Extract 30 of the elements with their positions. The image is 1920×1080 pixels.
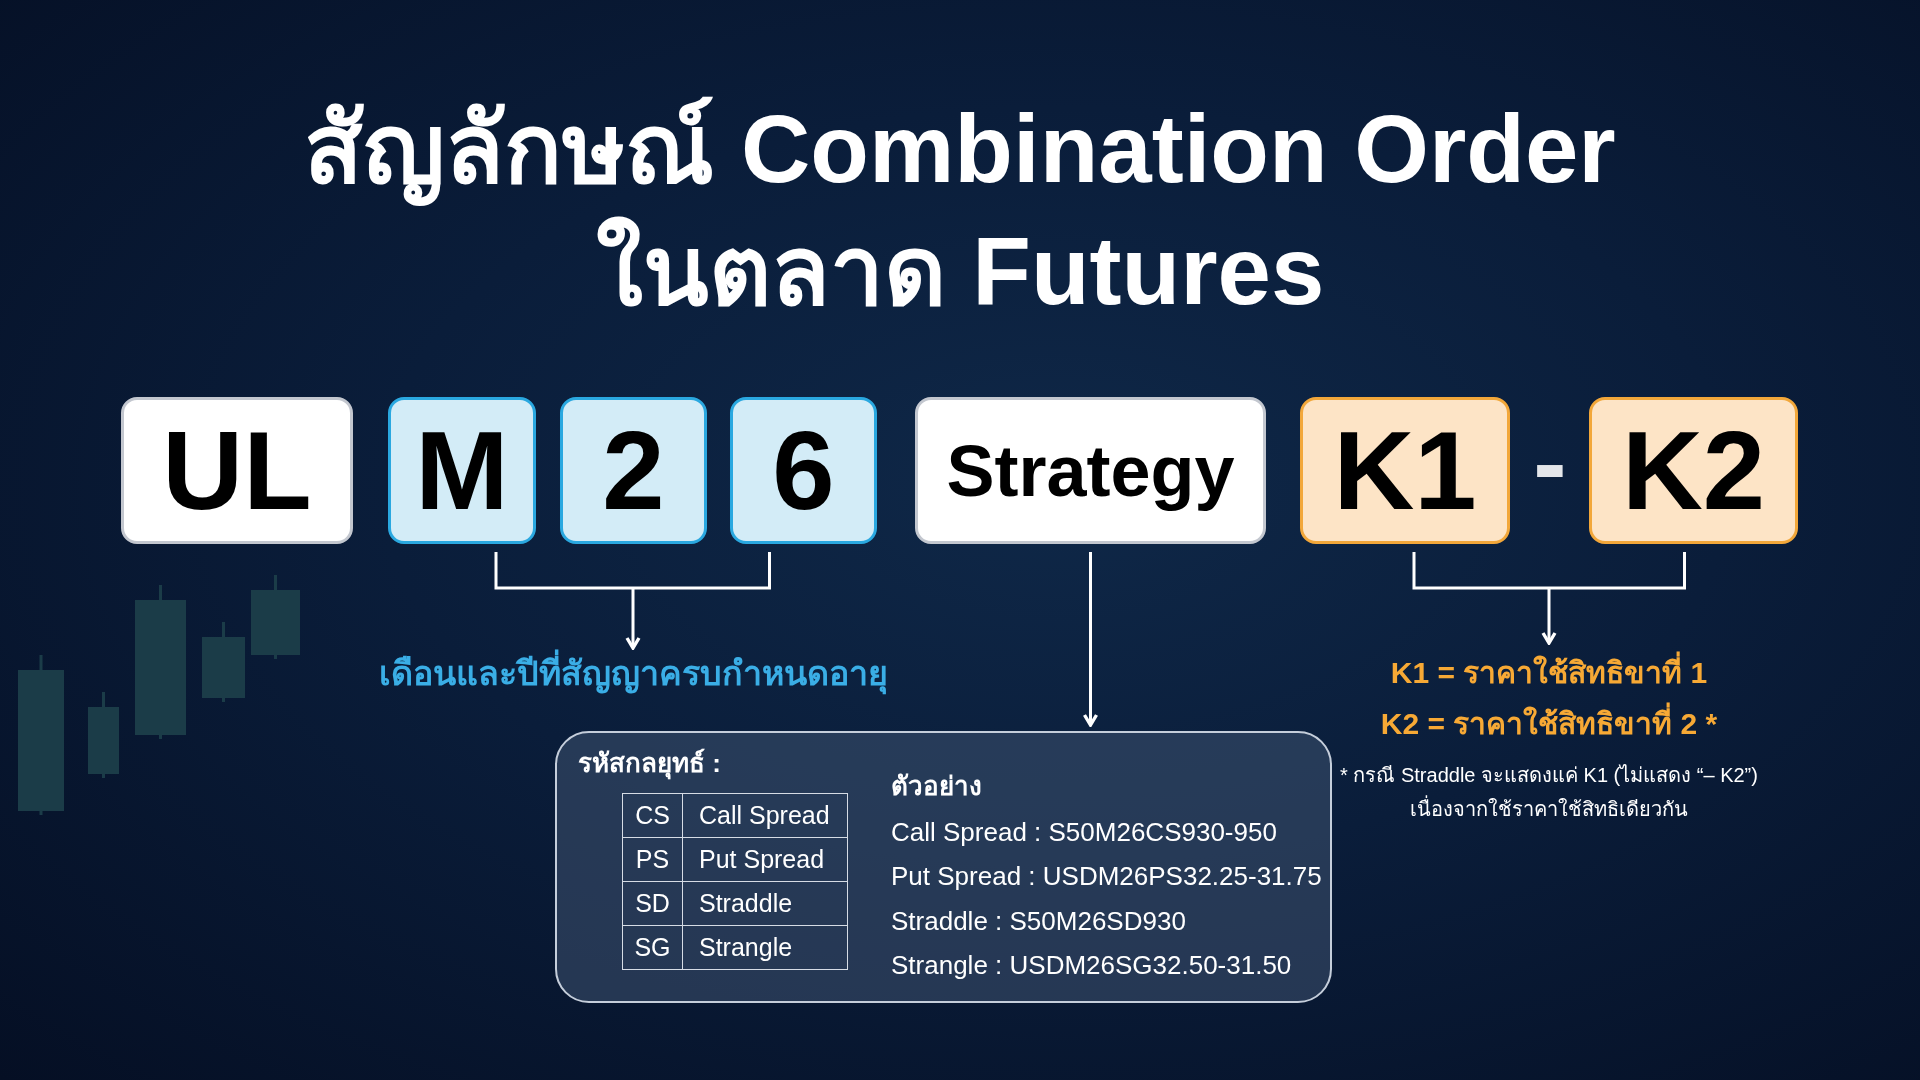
table-cell: SD: [622, 881, 683, 926]
definition-text: K2 = ราคาใช้สิทธิขาที่ 2 *: [1380, 698, 1718, 749]
code-box: M: [388, 397, 536, 544]
bracket-arrow: [1412, 550, 1686, 645]
definition-text: K1 = ราคาใช้สิทธิขาที่ 1: [1380, 647, 1718, 698]
info-panel: [555, 731, 1332, 1003]
table-cell: Call Spread: [682, 793, 848, 838]
code-box: Strategy: [915, 397, 1266, 544]
example-text: Strangle : USDM26SG32.50-31.50: [891, 948, 1292, 982]
example-heading: ตัวอย่าง: [891, 770, 982, 803]
code-box: K2: [1589, 397, 1798, 544]
code-box: K1: [1300, 397, 1510, 544]
example-text: Put Spread : USDM26PS32.25-31.75: [891, 860, 1322, 894]
table-cell: CS: [622, 793, 683, 838]
code-box: 2: [560, 397, 707, 544]
table-cell: SG: [622, 925, 683, 970]
panel-heading: รหัสกลยุทธ์ :: [578, 747, 721, 781]
arrow: [1082, 552, 1099, 727]
example-text: Call Spread : S50M26CS930-950: [891, 816, 1277, 849]
footnote-text: * กรณี Straddle จะแสดงแค่ K1 (ไม่แสดง “– K2”) เนื่องจากใช้ราคาใช้สิทธิเดียวกัน: [1339, 763, 1759, 822]
table-cell: Straddle: [682, 881, 848, 926]
bracket-arrow: [494, 550, 771, 650]
table-cell: Strangle: [682, 925, 848, 970]
code-box: UL: [121, 397, 353, 544]
code-box: 6: [730, 397, 877, 544]
table-cell: Put Spread: [682, 837, 848, 882]
table-cell: PS: [622, 837, 683, 882]
title: สัญลักษณ์ Combination Order ในตลาด Futures: [303, 94, 1617, 326]
example-text: Straddle : S50M26SD930: [891, 904, 1186, 938]
dash-sign: -: [1533, 412, 1567, 512]
